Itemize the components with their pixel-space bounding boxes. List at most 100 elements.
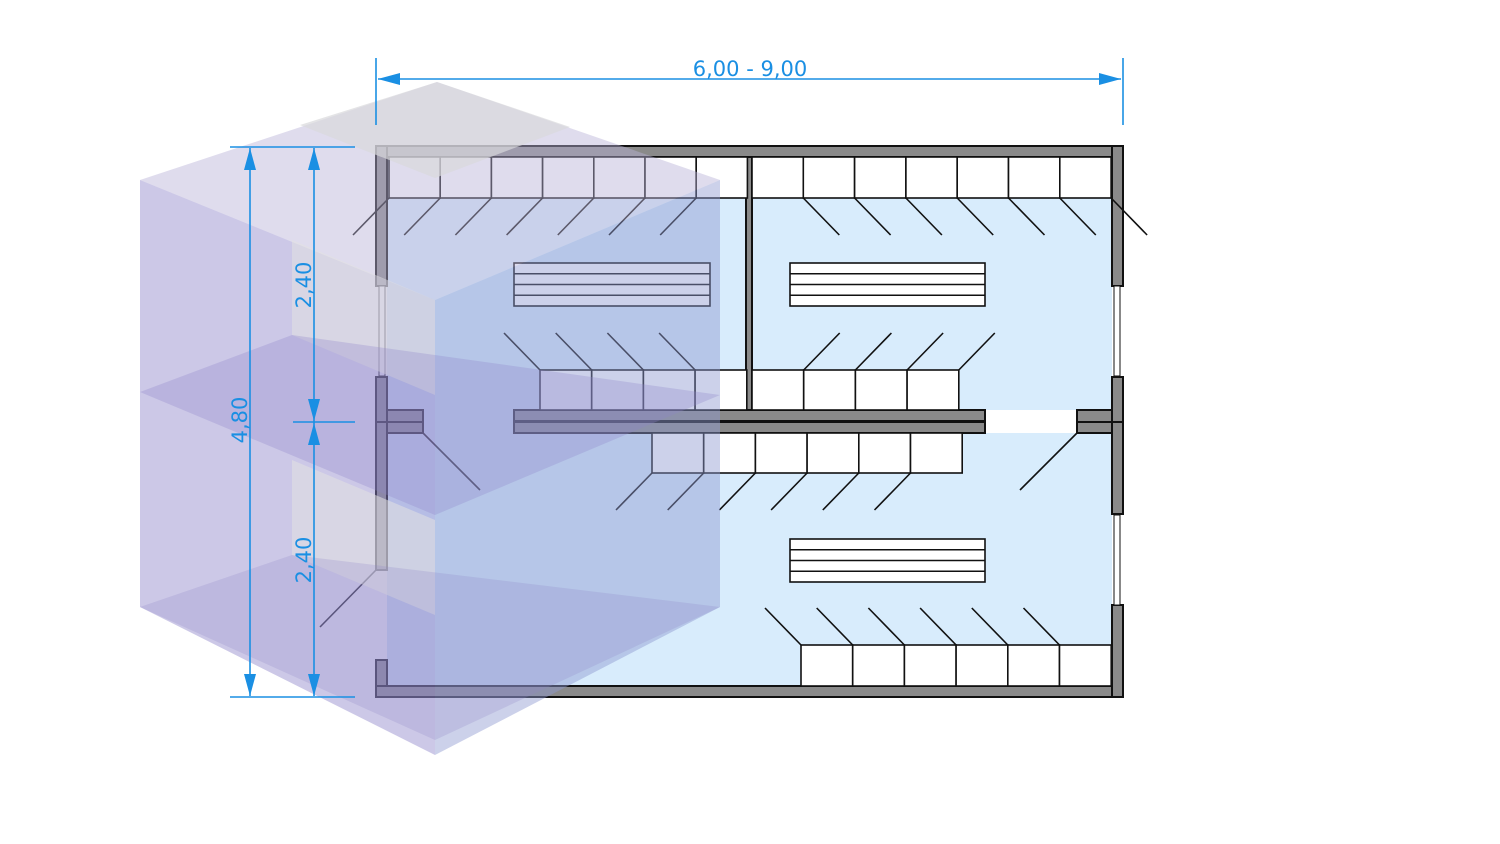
wall xyxy=(745,156,753,411)
door-swing xyxy=(422,432,481,491)
window xyxy=(1113,285,1121,377)
wall xyxy=(1111,421,1124,515)
locker-door-swing xyxy=(919,607,957,646)
locker xyxy=(694,369,748,411)
arrow-up-icon xyxy=(244,148,256,170)
locker xyxy=(903,644,957,687)
locker-door-swing xyxy=(802,197,840,236)
locker xyxy=(853,156,907,199)
floor-plan xyxy=(319,145,1148,698)
locker-door-swing xyxy=(956,197,994,236)
room-bottom-floor xyxy=(387,433,1112,686)
locker-door-swing xyxy=(1059,197,1097,236)
locker xyxy=(854,369,908,411)
width-dimension-label: 6,00 - 9,00 xyxy=(693,57,807,81)
iso-top-face xyxy=(140,82,720,300)
locker-door-swing xyxy=(615,472,653,511)
wall xyxy=(1111,145,1124,287)
locker-door-swing xyxy=(454,197,492,236)
door-swing xyxy=(1019,432,1078,491)
locker-door-swing xyxy=(1007,197,1046,236)
locker-door-swing xyxy=(873,472,912,511)
locker xyxy=(539,369,593,411)
arrow-down-icon xyxy=(308,399,320,421)
locker-door-swing xyxy=(764,607,802,646)
wall xyxy=(1111,604,1124,698)
locker xyxy=(857,432,912,474)
locker-door-swing xyxy=(770,472,808,511)
locker-door-swing xyxy=(803,332,841,371)
iso-inner-grey-lower xyxy=(292,460,435,615)
arrow-down-icon xyxy=(308,674,320,696)
locker-door-swing xyxy=(1022,607,1061,646)
locker xyxy=(541,156,595,199)
locker-door-swing xyxy=(867,607,905,646)
locker-door-swing xyxy=(503,332,541,371)
locker-door-swing xyxy=(555,332,593,371)
locker xyxy=(909,432,964,474)
locker xyxy=(754,432,808,474)
locker-door-swing xyxy=(403,197,441,236)
locker xyxy=(695,156,749,199)
locker-door-swing xyxy=(659,197,697,236)
locker-door-swing xyxy=(606,332,644,371)
iso-inner-grey-upper xyxy=(292,240,435,395)
arrow-down-icon xyxy=(244,674,256,696)
locker xyxy=(751,369,805,411)
window xyxy=(1113,514,1121,606)
locker xyxy=(802,156,856,199)
locker xyxy=(956,156,1010,199)
locker xyxy=(851,644,906,687)
locker-door-swing xyxy=(506,197,544,236)
locker-door-swing xyxy=(1110,197,1148,236)
iso-top-grey xyxy=(300,82,570,178)
locker xyxy=(1006,644,1061,687)
lower-height-dimension-label: 2,40 xyxy=(292,537,316,584)
locker xyxy=(642,369,696,411)
locker-door-swing xyxy=(352,197,390,236)
iso-bottom-slab xyxy=(140,555,720,740)
locker-door-swing xyxy=(906,332,944,371)
locker xyxy=(490,156,544,199)
arrow-left-icon xyxy=(378,73,400,85)
dimension-lines xyxy=(230,58,1124,698)
locker xyxy=(800,644,854,687)
locker-door-swing xyxy=(854,197,892,236)
total-height-dimension-label: 4,80 xyxy=(228,397,252,444)
iso-mid-slab xyxy=(140,335,720,515)
locker xyxy=(1058,644,1113,687)
locker-door-swing xyxy=(608,197,646,236)
locker xyxy=(806,432,860,474)
locker-door-swing xyxy=(958,332,996,371)
wall xyxy=(386,421,424,434)
upper-height-dimension-label: 2,40 xyxy=(292,262,316,309)
walls xyxy=(375,145,1124,698)
locker-door-swing xyxy=(854,332,892,371)
locker-door-swing xyxy=(971,607,1009,646)
locker xyxy=(702,432,757,474)
wall xyxy=(1076,409,1113,423)
arrow-up-icon xyxy=(308,423,320,445)
locker-door-swing xyxy=(905,197,943,236)
locker xyxy=(905,156,959,199)
locker xyxy=(802,369,857,411)
arrow-right-icon xyxy=(1099,73,1121,85)
locker-door-swing xyxy=(658,332,696,371)
locker xyxy=(955,644,1009,687)
locker-door-swing xyxy=(718,472,756,511)
locker xyxy=(1059,156,1112,199)
corridor-gap-right xyxy=(985,410,1077,433)
locker-door-swing xyxy=(557,197,595,236)
locker-door-swing xyxy=(822,472,860,511)
arrow-up-icon xyxy=(308,148,320,170)
locker xyxy=(906,369,960,411)
wall xyxy=(1076,421,1113,434)
locker-door-swing xyxy=(667,472,705,511)
locker xyxy=(644,156,698,199)
furniture xyxy=(319,156,1148,687)
iso-right-face xyxy=(435,180,720,755)
locker xyxy=(751,156,805,199)
isometric-volume-overlay xyxy=(140,82,720,755)
